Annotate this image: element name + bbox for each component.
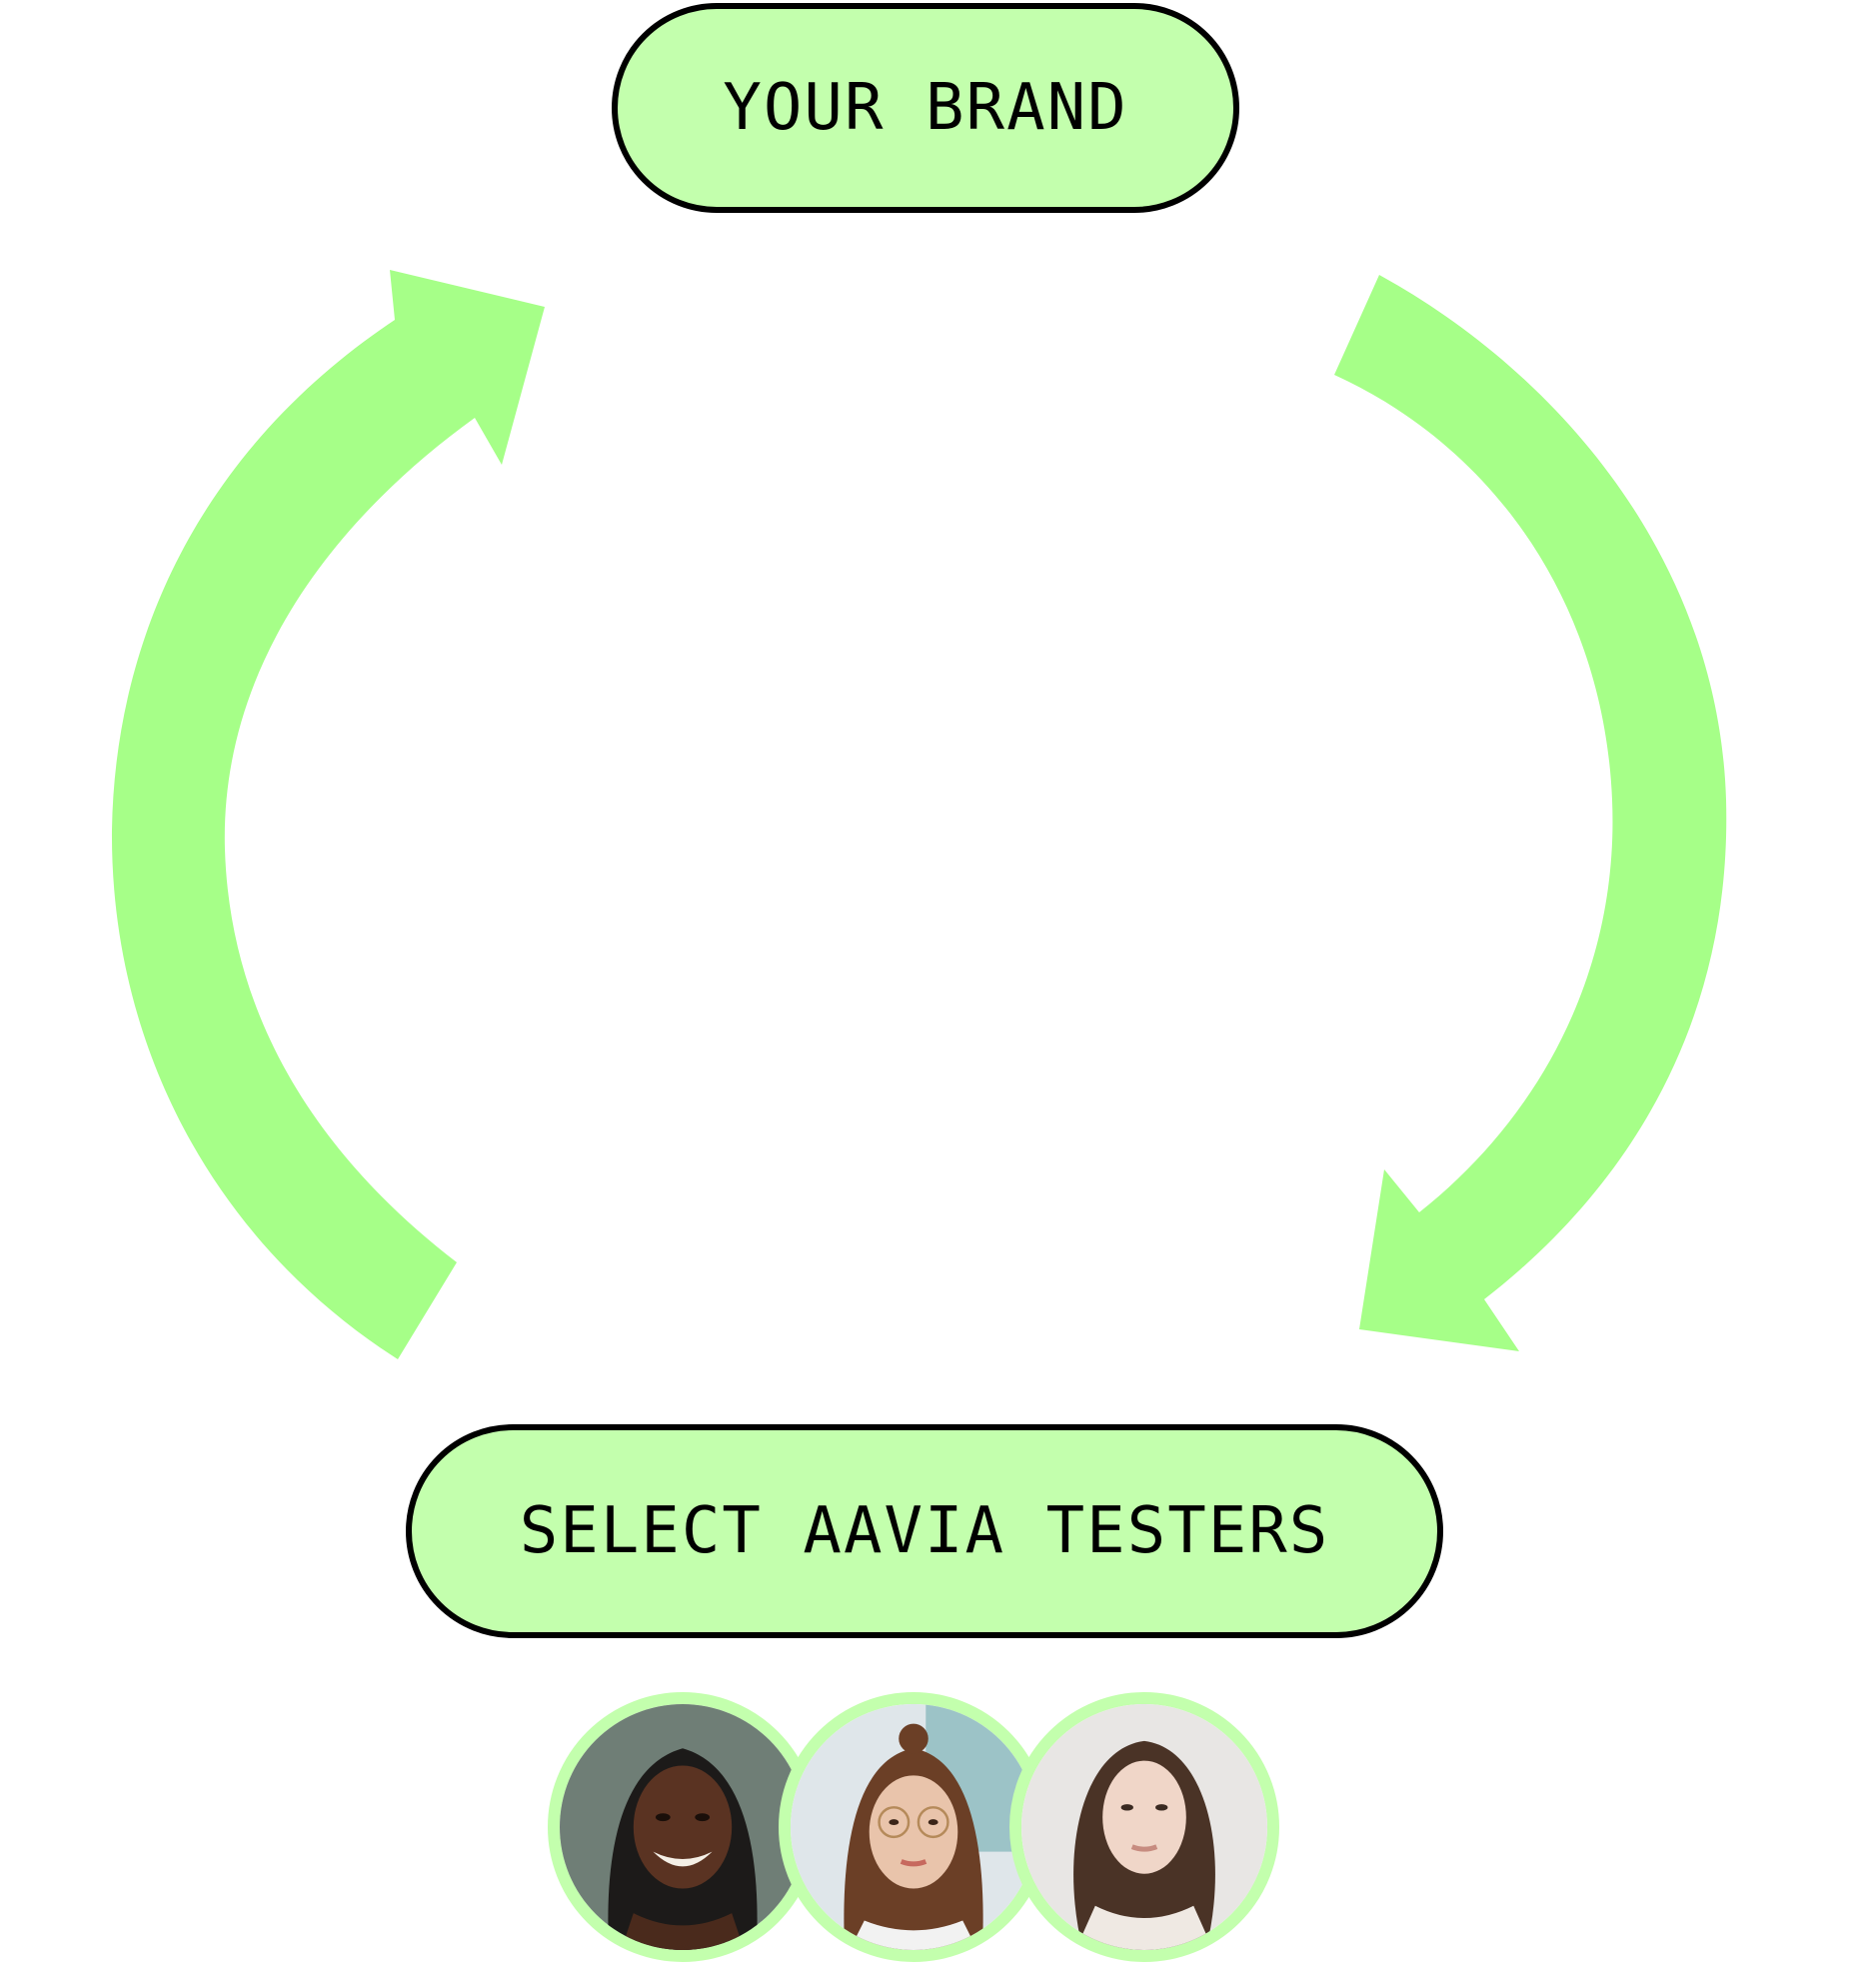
portrait-icon (1021, 1704, 1267, 1950)
your-brand-node: YOUR BRAND (612, 3, 1239, 213)
avatar (548, 1692, 818, 1962)
select-testers-node: SELECT AAVIA TESTERS (406, 1424, 1443, 1638)
portrait-icon (791, 1704, 1036, 1950)
portrait-icon (560, 1704, 806, 1950)
avatar (1009, 1692, 1279, 1962)
your-brand-label: YOUR BRAND (723, 71, 1128, 145)
select-testers-label: SELECT AAVIA TESTERS (519, 1494, 1330, 1568)
avatar (779, 1692, 1048, 1962)
left-cycle-arrow (111, 270, 545, 1359)
right-cycle-arrow (1334, 275, 1727, 1351)
